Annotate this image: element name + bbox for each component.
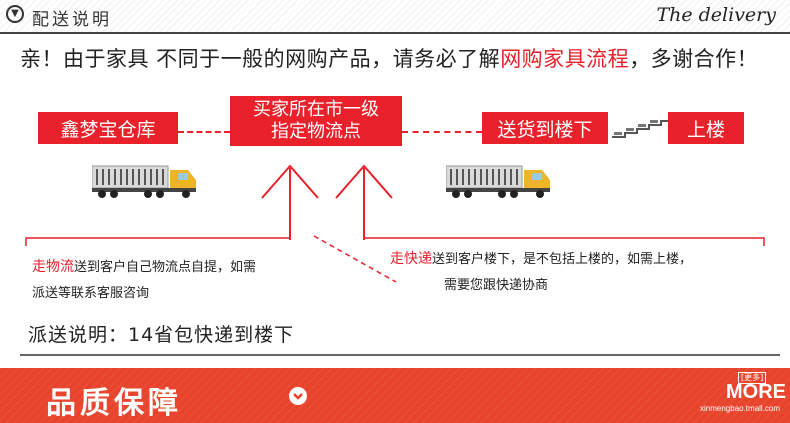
shipping-note: 派送说明：14省包快递到楼下: [28, 324, 295, 346]
intro-part1: 亲！由于家具 不同于一般的网购产品，请务必了解: [20, 47, 501, 71]
quality-banner: [0, 368, 790, 423]
chevron-down-icon[interactable]: [289, 387, 307, 405]
logistics-label: 走物流: [32, 259, 74, 275]
express-note: 走快递送到客户楼下，是不包括上楼的，如需上楼， 需要您跟快递协商: [390, 246, 790, 299]
truck-icon: [92, 165, 196, 198]
logistics-text2: 派送等联系客服咨询: [32, 286, 150, 301]
city-logistics-line2: 指定物流点: [271, 121, 361, 142]
connector-warehouse-city: [178, 131, 230, 133]
deliver-downstairs-box: 送货到楼下: [482, 112, 608, 144]
intro-highlight: 网购家具流程: [500, 47, 630, 71]
logistics-text1: 送到客户自己物流点自提，如需: [74, 260, 257, 275]
city-logistics-line1: 买家所在市一级: [253, 99, 379, 120]
upstairs-box: 上楼: [668, 112, 744, 144]
express-label: 走快递: [390, 251, 432, 267]
flow-arrows: [25, 164, 765, 283]
intro-text: 亲！由于家具 不同于一般的网购产品，请务必了解网购家具流程，多谢合作！: [20, 43, 758, 73]
express-text1: 送到客户楼下，是不包括上楼的，如需上楼，: [432, 252, 693, 267]
intro-part2: ，多谢合作！: [629, 47, 759, 71]
store-url: xinmengbao.tmall.com: [700, 404, 781, 413]
header-title: 配送说明: [32, 10, 112, 30]
chevron-down-icon: ▼: [6, 5, 24, 23]
more-small-label[interactable]: [更多]: [738, 372, 767, 384]
banner-title: 品质保障: [46, 386, 182, 421]
more-link[interactable]: MORE: [726, 381, 786, 403]
city-logistics-box: 买家所在市一级 指定物流点: [230, 96, 402, 146]
header-bar: [0, 0, 790, 32]
shipping-divider: [20, 354, 780, 356]
header-divider: [0, 32, 790, 34]
express-text2: 需要您跟快递协商: [444, 278, 549, 293]
stairs-icon: [612, 120, 668, 138]
logistics-note: 走物流送到客户自己物流点自提，如需 派送等联系客服咨询: [32, 254, 322, 307]
truck-icon: [446, 165, 550, 198]
connector-city-deliver: [402, 131, 482, 133]
warehouse-box: 鑫梦宝仓库: [38, 112, 178, 144]
header-title-en: The delivery: [656, 4, 776, 26]
